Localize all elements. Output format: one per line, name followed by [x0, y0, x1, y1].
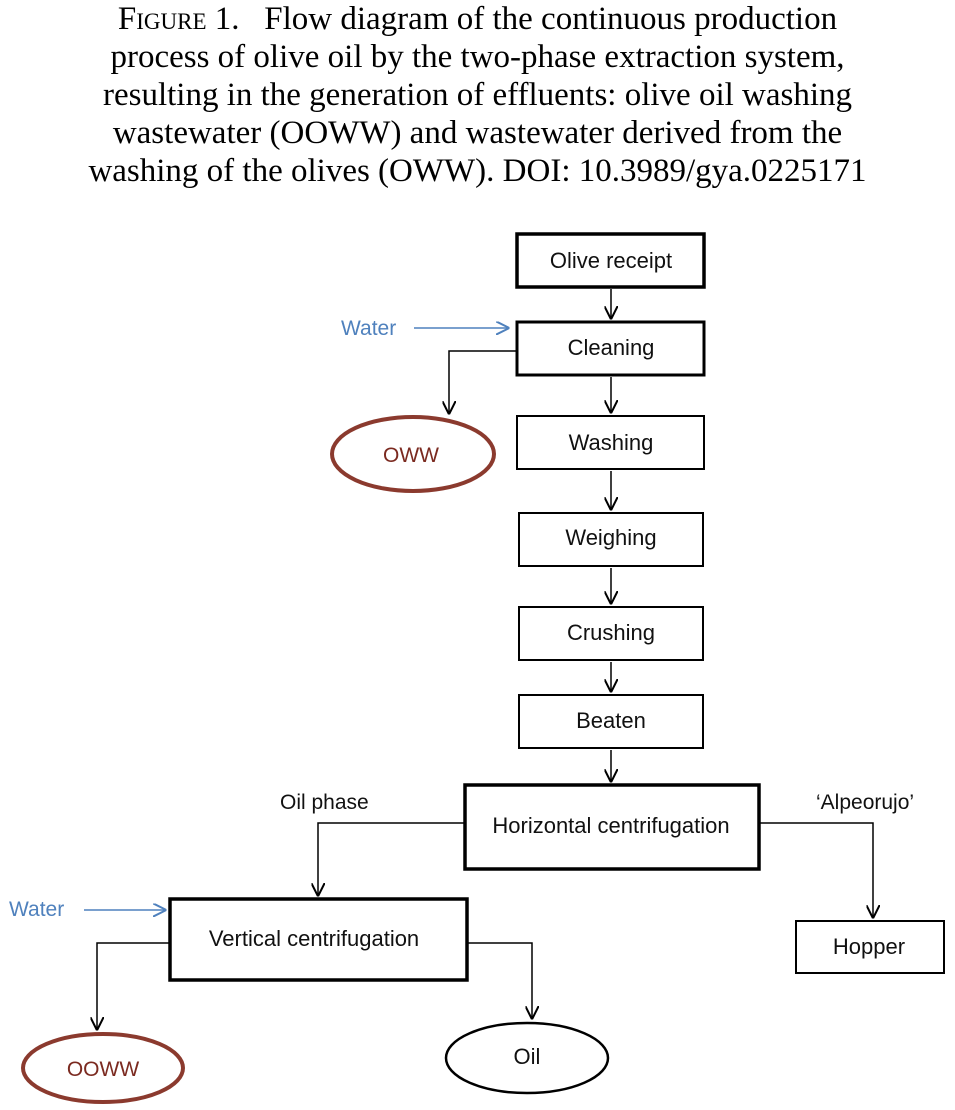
caption-text-1: Flow diagram of the continuous productio… — [264, 1, 838, 37]
node-vertical-centrifugation: Vertical centrifugation — [168, 897, 469, 982]
node-oww-label: OWW — [383, 444, 439, 467]
node-cleaning: Cleaning — [515, 320, 706, 377]
node-crushing: Crushing — [518, 606, 704, 661]
arrow-vertical-to-oil — [467, 942, 532, 1018]
label-water-2: Water — [9, 898, 64, 921]
caption-line-3: resulting in the generation of effluents… — [102, 77, 853, 113]
node-hopper: Hopper — [795, 920, 945, 974]
node-olive-receipt: Olive receipt — [515, 232, 706, 289]
node-vertical-centrifugation-label: Vertical centrifugation — [209, 926, 419, 951]
node-oww: OWW — [330, 415, 496, 493]
caption-line-5: washing of the olives (OWW). DOI: 10.398… — [88, 153, 867, 189]
caption-line-2: process of olive oil by the two-phase ex… — [110, 39, 845, 75]
figure-label: Figure 1. — [117, 1, 240, 37]
node-beaten-label: Beaten — [576, 708, 646, 733]
node-ooww-label: OOWW — [67, 1058, 139, 1081]
node-olive-receipt-label: Olive receipt — [550, 248, 672, 273]
label-water-1: Water — [341, 317, 396, 340]
node-oil-label: Oil — [514, 1044, 541, 1069]
node-hopper-label: Hopper — [833, 934, 905, 959]
label-alpeorujo: ‘Alpeorujo’ — [816, 791, 914, 814]
arrow-horizontal-to-hopper — [759, 822, 873, 917]
node-washing-label: Washing — [569, 430, 654, 455]
arrow-cleaning-to-oww — [449, 350, 517, 413]
caption-line-4: wastewater (OOWW) and wastewater derived… — [112, 115, 843, 151]
node-horizontal-centrifugation-label: Horizontal centrifugation — [492, 813, 729, 838]
node-washing: Washing — [516, 415, 705, 470]
arrow-horizontal-to-vertical — [318, 822, 465, 895]
node-beaten: Beaten — [518, 694, 704, 749]
node-weighing: Weighing — [518, 512, 704, 567]
label-oil-phase: Oil phase — [280, 791, 369, 814]
node-crushing-label: Crushing — [567, 620, 655, 645]
figure-caption: Figure 1. Flow diagram of the continuous… — [0, 0, 955, 190]
node-oil: Oil — [444, 1021, 610, 1095]
node-ooww: OOWW — [21, 1032, 185, 1104]
node-cleaning-label: Cleaning — [568, 335, 655, 360]
arrow-vertical-to-ooww — [97, 942, 170, 1029]
node-horizontal-centrifugation: Horizontal centrifugation — [463, 783, 761, 871]
node-weighing-label: Weighing — [565, 525, 656, 550]
caption-line-1: Figure 1. Flow diagram of the continuous… — [0, 0, 955, 38]
